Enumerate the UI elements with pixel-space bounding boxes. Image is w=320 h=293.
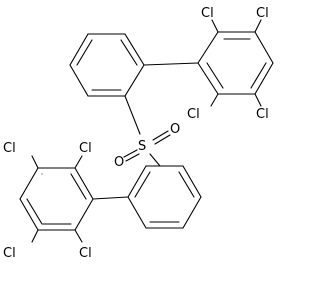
top-chlorophenyl-ring xyxy=(197,31,274,95)
c-cl-bond xyxy=(31,155,39,169)
c-cl-bond xyxy=(211,19,219,33)
c-cl-bond xyxy=(254,19,262,33)
c-cl-bond xyxy=(210,93,219,107)
c-cl-bond xyxy=(74,229,83,243)
c-s-bond-top xyxy=(124,95,141,135)
bottom-chlorophenyl-ring xyxy=(19,167,94,231)
c-cl-bond xyxy=(254,93,262,107)
chlorine-label-top-upper-right: Cl xyxy=(256,6,269,21)
oxygen-atom-label-upper: O xyxy=(170,122,180,137)
bottom-phenyl-ring xyxy=(127,165,202,229)
c-cl-bond xyxy=(74,155,83,169)
sulfonyl-oxygen-bond-lower xyxy=(123,149,140,162)
chlorine-label-top-lower-left: Cl xyxy=(187,107,200,122)
chlorine-label-bottom-upper-left: Cl xyxy=(3,141,16,156)
structure-svg: S O O Cl Cl Cl Cl Cl Cl Cl Cl xyxy=(3,6,274,261)
chlorine-label-bottom-lower-left: Cl xyxy=(3,246,16,261)
chlorine-label-bottom-upper-right: Cl xyxy=(79,141,92,156)
chlorine-label-bottom-lower-right: Cl xyxy=(79,246,92,261)
chlorine-label-top-right: Cl xyxy=(256,107,269,122)
biaryl-bond-bottom xyxy=(92,196,129,200)
oxygen-atom-label-lower: O xyxy=(114,155,124,170)
c-cl-bond xyxy=(31,229,39,243)
molecule-diagram: S O O Cl Cl Cl Cl Cl Cl Cl Cl xyxy=(3,6,274,261)
chlorine-label-top-upper-left: Cl xyxy=(201,6,214,21)
top-phenyl-ring xyxy=(69,33,145,97)
sulfonyl-oxygen-bond-upper xyxy=(152,130,171,145)
sulfur-atom-label: S xyxy=(138,139,146,154)
c-s-bond-bottom xyxy=(149,153,161,167)
biaryl-bond-top xyxy=(143,62,199,66)
